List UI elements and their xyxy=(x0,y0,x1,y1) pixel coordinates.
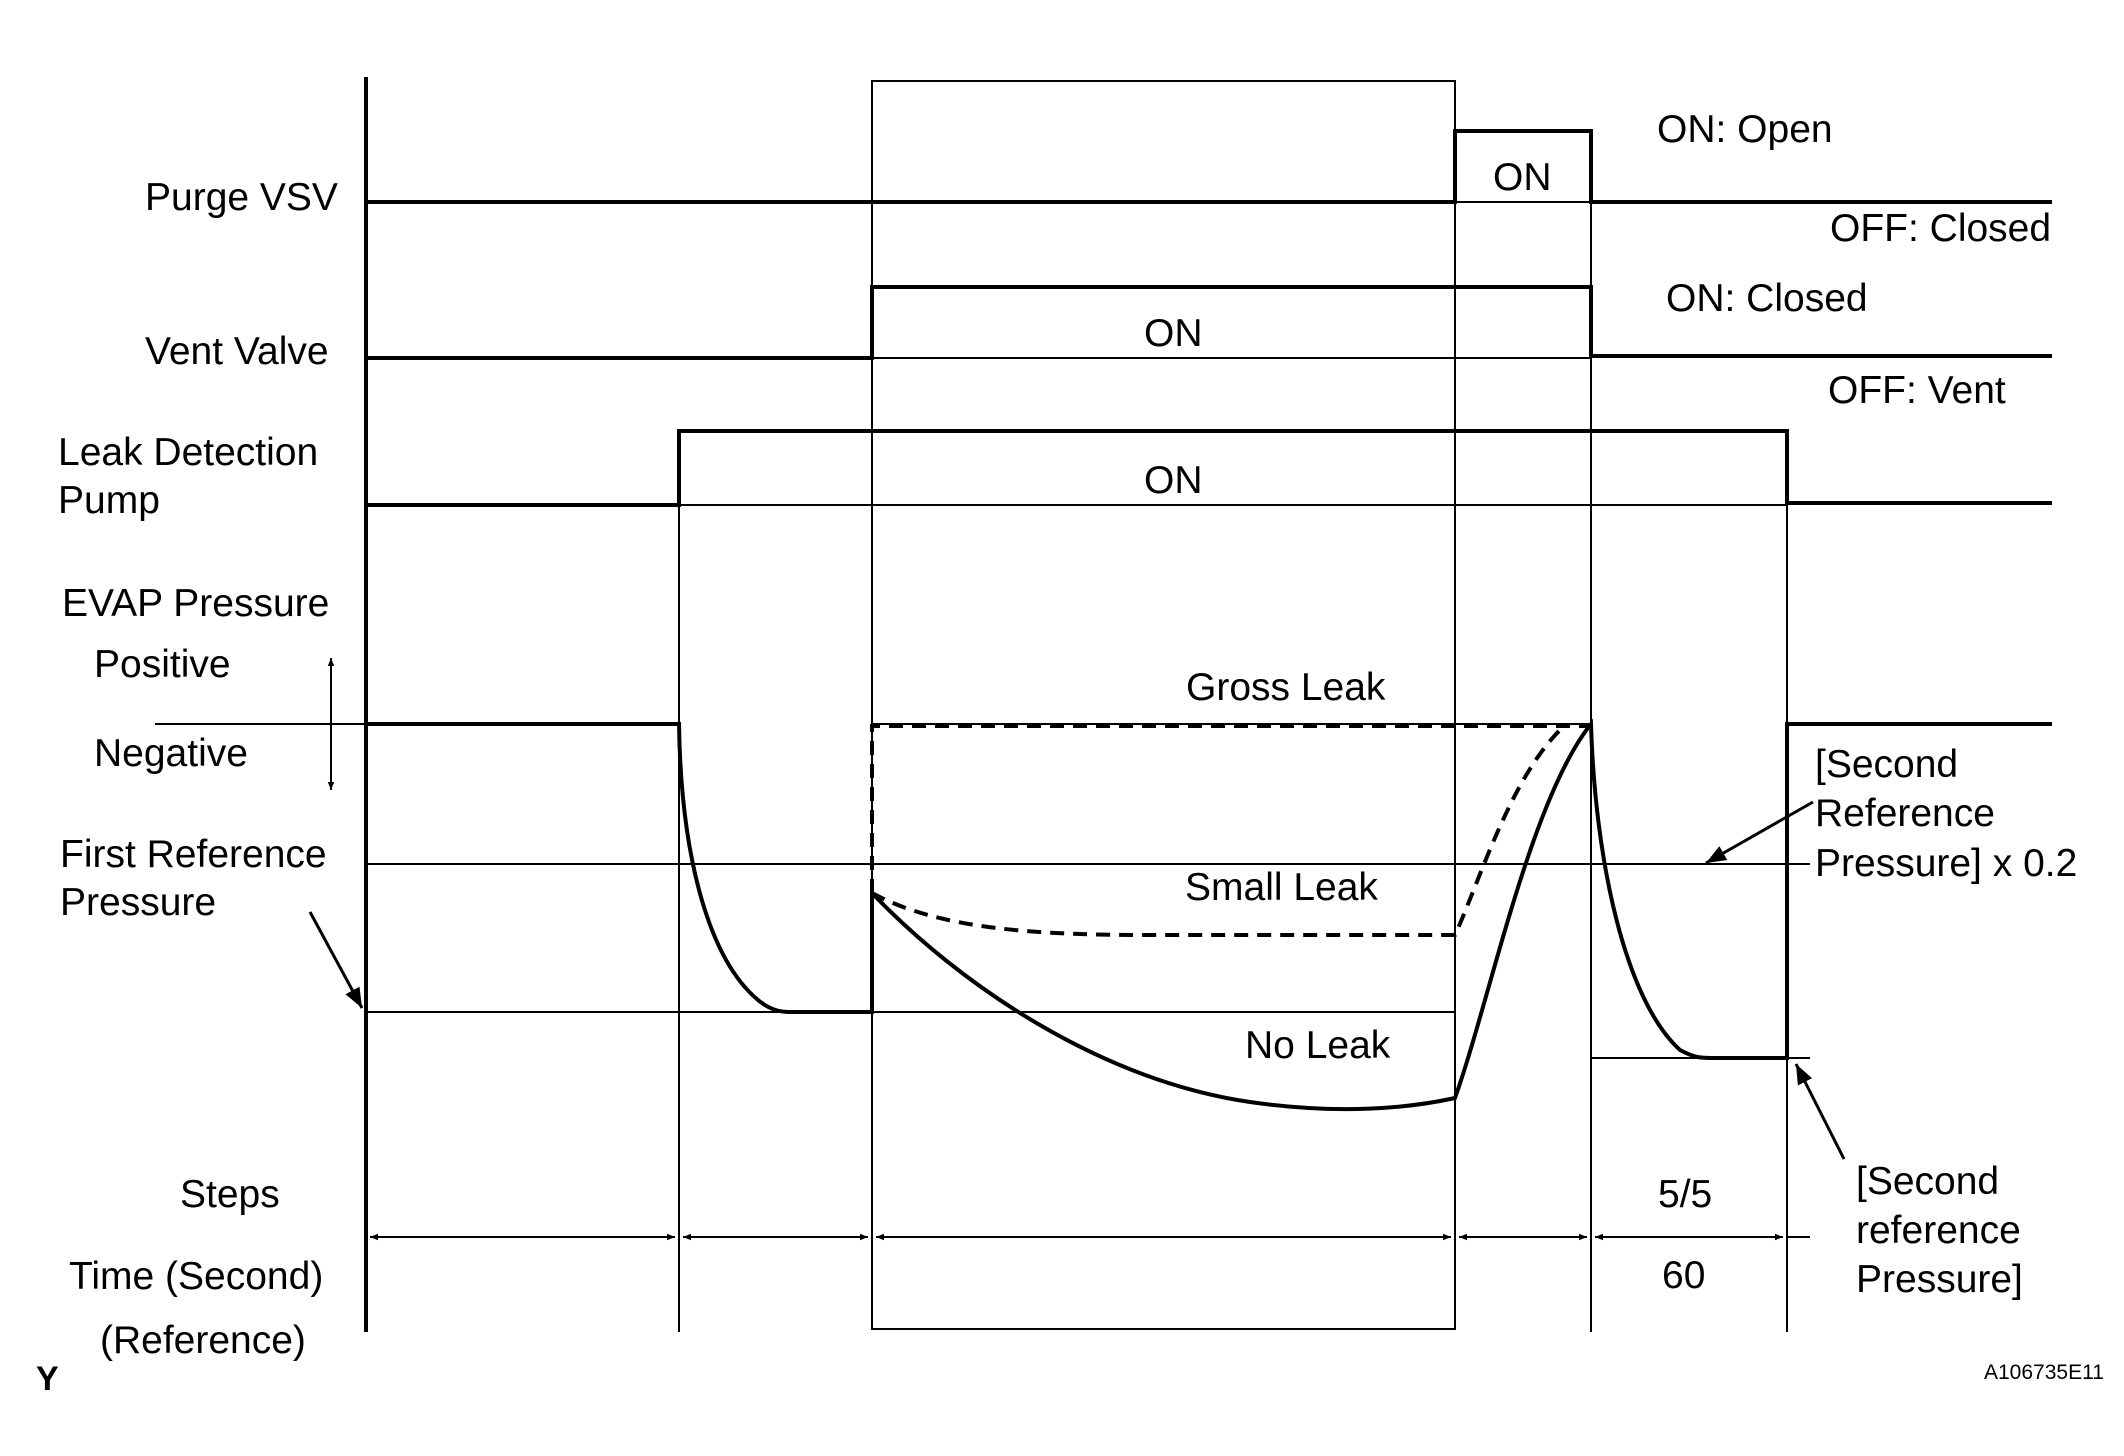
evap-pressure-trace xyxy=(366,718,2052,1112)
first-reference-label-line1: First Reference xyxy=(60,833,327,876)
purge-vsv-label: Purge VSV xyxy=(145,176,338,219)
first-reference-label-line2: Pressure xyxy=(60,881,216,924)
pump-signal xyxy=(366,429,2052,507)
vent-valve-signal xyxy=(366,285,2052,360)
no-leak-label: No Leak xyxy=(1245,1024,1391,1067)
evap-pressure-label: EVAP Pressure xyxy=(62,582,329,625)
small-leak-trace xyxy=(871,728,1562,937)
gross-leak-label: Gross Leak xyxy=(1186,666,1386,709)
purge-vsv-signal xyxy=(366,129,2052,204)
second-ref-x02-line1: [Second xyxy=(1815,743,1958,786)
reference-label: (Reference) xyxy=(100,1319,306,1362)
steps-value: 5/5 xyxy=(1658,1173,1712,1216)
positive-label: Positive xyxy=(94,643,231,686)
second-ref-line2: reference xyxy=(1856,1209,2021,1252)
vent-valve-label: Vent Valve xyxy=(145,330,329,373)
negative-label: Negative xyxy=(94,732,248,775)
steps-label: Steps xyxy=(180,1173,280,1216)
purge-on-box-label: ON xyxy=(1493,156,1552,199)
second-reference-pointer xyxy=(1794,1063,1846,1160)
pump-label-line1: Leak Detection xyxy=(58,431,318,474)
purge-off-description: OFF: Closed xyxy=(1830,207,2051,250)
figure-id: A106735E11 xyxy=(1984,1361,2104,1384)
pump-on-box-label: ON xyxy=(1144,459,1203,502)
vent-on-box-label: ON xyxy=(1144,312,1203,355)
time-label: Time (Second) xyxy=(69,1255,323,1298)
time-value: 60 xyxy=(1662,1254,1705,1297)
purge-on-description: ON: Open xyxy=(1657,108,1833,151)
pump-label-line2: Pump xyxy=(58,479,160,522)
small-leak-label: Small Leak xyxy=(1185,866,1378,909)
second-ref-x02-line2: Reference xyxy=(1815,792,1995,835)
second-ref-x02-pointer xyxy=(1705,800,1814,865)
vent-on-description: ON: Closed xyxy=(1666,277,1868,320)
second-ref-line1: [Second xyxy=(1856,1160,1999,1203)
second-ref-x02-line3: Pressure] x 0.2 xyxy=(1815,842,2077,885)
vent-off-description: OFF: Vent xyxy=(1828,369,2006,412)
corner-letter: Y xyxy=(36,1360,59,1398)
second-ref-line3: Pressure] xyxy=(1856,1258,2023,1301)
gross-leak-trace xyxy=(870,724,1591,893)
step3-frame xyxy=(871,80,1456,1330)
first-reference-pointer xyxy=(308,911,364,1009)
